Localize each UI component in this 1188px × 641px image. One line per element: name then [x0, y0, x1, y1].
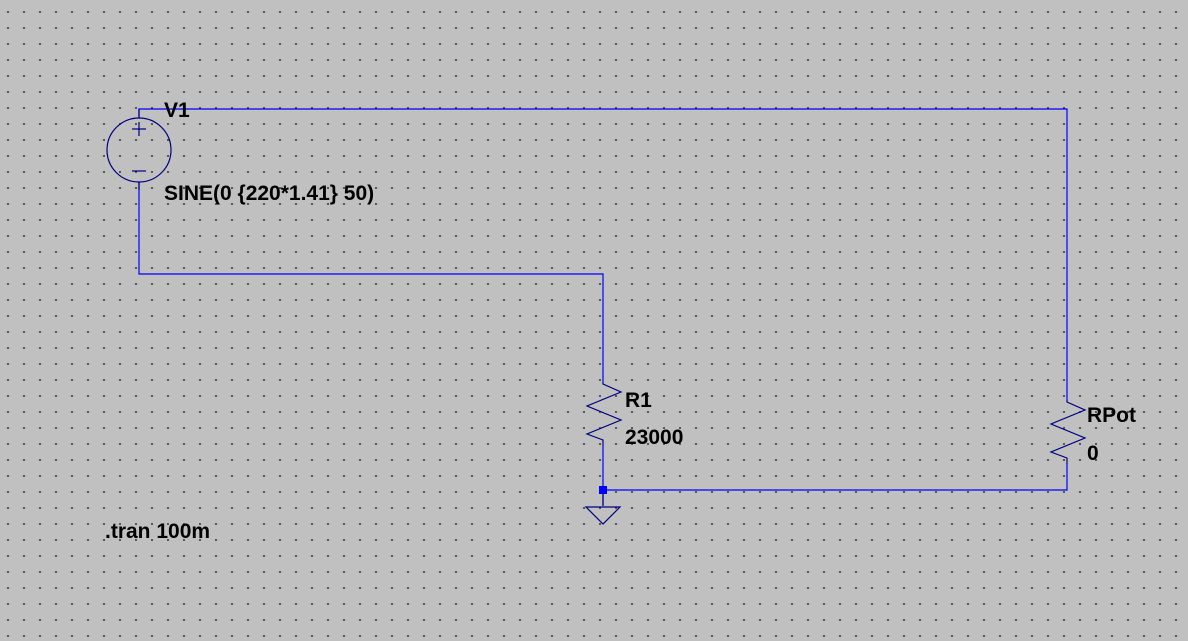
v1-value-label[interactable]: SINE(0 {220*1.41} 50) — [164, 182, 375, 205]
v1-name-label[interactable]: V1 — [164, 99, 190, 122]
rpot-name-label[interactable]: RPot — [1087, 404, 1136, 427]
resistor-r1-symbol[interactable] — [585, 382, 623, 446]
wire-v1-bottom-to-r1[interactable] — [138, 182, 604, 382]
r1-value-label[interactable]: 23000 — [625, 426, 684, 449]
rpot-value-label[interactable]: 0 — [1087, 442, 1099, 465]
voltage-source-v1-symbol[interactable] — [106, 109, 172, 190]
spice-directive[interactable]: .tran 100m — [105, 520, 211, 543]
resistor-rpot-symbol[interactable] — [1049, 400, 1087, 464]
junction-dot — [599, 486, 607, 494]
r1-name-label[interactable]: R1 — [625, 389, 652, 412]
wire-ground-to-rpot[interactable] — [603, 464, 1068, 491]
ground-symbol[interactable] — [584, 494, 622, 525]
